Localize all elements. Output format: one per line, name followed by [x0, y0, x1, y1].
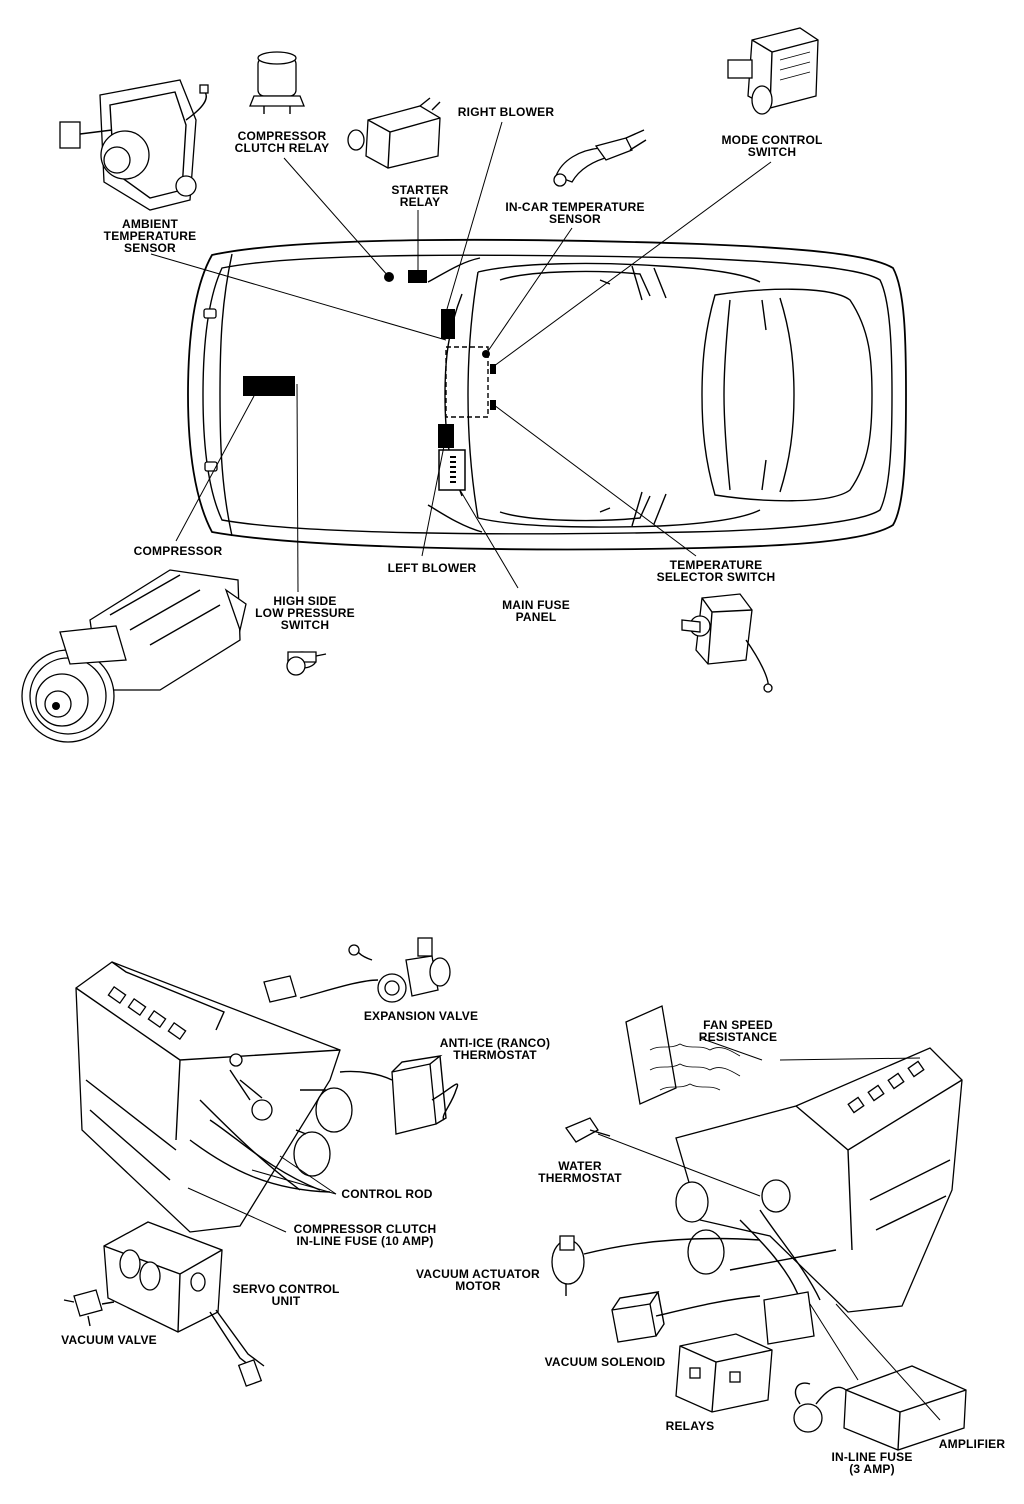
water-thermostat-part — [564, 1117, 761, 1197]
starter-relay-part — [347, 97, 441, 169]
label-anti-ice-thermostat: ANTI-ICE (RANCO) THERMOSTAT — [439, 1036, 551, 1062]
clutch-relay-part — [249, 51, 305, 114]
label-fan-speed-resistance: FAN SPEED RESISTANCE — [698, 1018, 778, 1044]
label-main-fuse-panel: MAIN FUSE PANEL — [502, 598, 570, 624]
label-starter-relay: STARTER RELAY — [391, 183, 449, 209]
mode-switch-part — [727, 27, 819, 115]
label-high-side-low-pressure-switch: HIGH SIDE LOW PRESSURE SWITCH — [255, 594, 355, 632]
windshield-and-cabin — [427, 257, 873, 533]
servo-control-part — [103, 1221, 265, 1387]
label-water-thermostat: WATER THERMOSTAT — [538, 1159, 622, 1185]
vacuum-valve-part — [63, 1289, 115, 1327]
fan-speed-resistance-part — [625, 1005, 921, 1105]
in-car-sensor-part — [553, 129, 647, 187]
label-inline-fuse-3amp: IN-LINE FUSE (3 AMP) — [831, 1450, 913, 1476]
label-amplifier: AMPLIFIER — [938, 1437, 1006, 1451]
label-compressor-clutch-relay: COMPRESSOR CLUTCH RELAY — [234, 129, 330, 155]
label-compressor: COMPRESSOR — [133, 544, 223, 558]
label-ambient-temperature-sensor: AMBIENT TEMPERATURE SENSOR — [103, 217, 197, 255]
amplifier-part — [835, 1303, 967, 1451]
expansion-valve-part — [263, 937, 451, 1003]
label-relays: RELAYS — [665, 1419, 715, 1433]
label-control-rod: CONTROL ROD — [341, 1187, 433, 1201]
label-servo-control-unit: SERVO CONTROL UNIT — [232, 1282, 340, 1308]
leader-lines-top — [150, 121, 772, 593]
label-mode-control-switch: MODE CONTROL SWITCH — [721, 133, 823, 159]
vacuum-actuator-part — [551, 1235, 761, 1296]
label-vacuum-actuator-motor: VACUUM ACTUATOR MOTOR — [416, 1267, 540, 1293]
vacuum-solenoid-part — [611, 1291, 761, 1343]
label-compressor-clutch-inline-fuse: COMPRESSOR CLUTCH IN-LINE FUSE (10 AMP) — [293, 1222, 437, 1248]
heater-ac-assembly-left — [75, 961, 353, 1233]
relays-part — [675, 1333, 773, 1413]
dash-area-outline — [445, 346, 489, 418]
label-in-car-temperature-sensor: IN-CAR TEMPERATURE SENSOR — [505, 200, 645, 226]
anti-ice-thermostat-part — [339, 1054, 459, 1135]
label-expansion-valve: EXPANSION VALVE — [363, 1009, 479, 1023]
inline-fuse-3amp-part — [793, 1303, 859, 1433]
component-markers — [243, 270, 496, 491]
temp-selector-part — [681, 593, 773, 693]
label-left-blower: LEFT BLOWER — [387, 561, 477, 575]
compressor-part — [21, 569, 247, 743]
pressure-switch-part — [286, 651, 327, 676]
label-vacuum-valve: VACUUM VALVE — [61, 1333, 157, 1347]
heater-ac-assembly-right — [675, 1047, 963, 1345]
car-body-outline — [187, 238, 907, 551]
leader-lines-bottom-left — [187, 1155, 337, 1233]
ambient-sensor-part — [59, 79, 209, 211]
label-temperature-selector-switch: TEMPERATURE SELECTOR SWITCH — [656, 558, 776, 584]
label-right-blower: RIGHT BLOWER — [457, 105, 555, 119]
label-vacuum-solenoid: VACUUM SOLENOID — [544, 1355, 666, 1369]
